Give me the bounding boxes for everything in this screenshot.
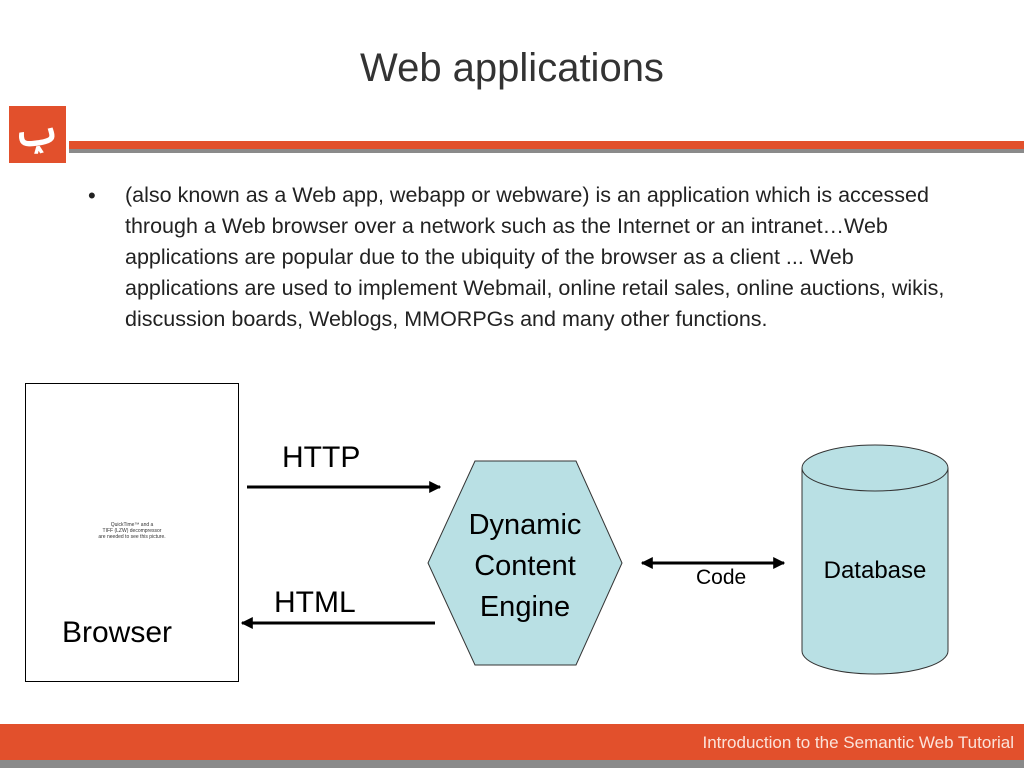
footer-rule-gray — [0, 760, 1024, 768]
engine-label: Dynamic Content Engine — [440, 505, 610, 628]
engine-label-line-1: Dynamic — [468, 509, 582, 541]
engine-label-line-2: Content — [474, 550, 576, 582]
picture-placeholder-text: QuickTime™ and a TIFF (LZW) decompressor… — [26, 522, 238, 540]
placeholder-line-3: are needed to see this picture. — [98, 534, 166, 540]
header-rule-orange — [69, 141, 1024, 149]
bullet-marker: • — [88, 183, 96, 208]
code-label: Code — [696, 566, 747, 589]
logo-icon: ݕ — [9, 106, 66, 163]
bullet-text: (also known as a Web app, webapp or webw… — [125, 183, 945, 331]
engine-label-line-3: Engine — [479, 591, 571, 623]
database-label: Database — [823, 557, 927, 584]
header-rule-gray — [69, 149, 1024, 153]
html-label: HTML — [274, 586, 356, 619]
placeholder-line-1: QuickTime™ and a — [110, 522, 154, 528]
http-label: HTTP — [282, 441, 361, 474]
slide-title: Web applications — [360, 46, 664, 90]
placeholder-line-2: TIFF (LZW) decompressor — [102, 528, 162, 534]
database-cylinder-top — [801, 444, 949, 492]
engine-hexagon — [427, 460, 623, 666]
database-cylinder-body — [801, 468, 949, 675]
browser-box: QuickTime™ and a TIFF (LZW) decompressor… — [25, 383, 239, 682]
footer-text: Introduction to the Semantic Web Tutoria… — [702, 733, 1014, 752]
browser-label: Browser — [62, 616, 173, 649]
footer-bar — [0, 724, 1024, 760]
